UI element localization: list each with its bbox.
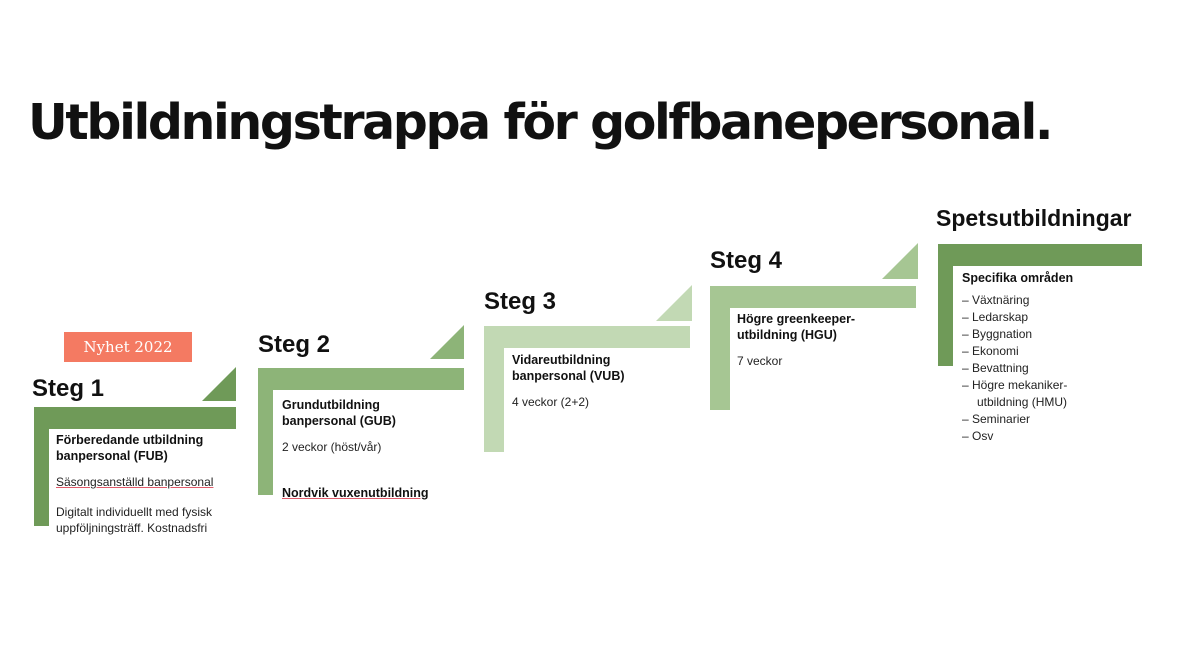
step-2-footer: Nordvik vuxenutbildning bbox=[282, 486, 429, 500]
step-2-heading: Grundutbildning banpersonal (GUB) bbox=[282, 398, 396, 428]
step-1-label: Steg 1 bbox=[32, 375, 105, 402]
spets-side-bar bbox=[938, 266, 953, 366]
spets-item-5: – Bevattning bbox=[962, 361, 1029, 375]
spets-item-2: – Ledarskap bbox=[962, 310, 1029, 324]
step-3-content: Vidareutbildning banpersonal (VUB) 4 vec… bbox=[512, 352, 682, 410]
step-2-triangle bbox=[430, 325, 464, 359]
step-2-content: Grundutbildning banpersonal (GUB) 2 veck… bbox=[282, 397, 452, 501]
step-1-content: Förberedande utbildning banpersonal (FUB… bbox=[56, 432, 236, 536]
spets-item-1: – Växtnäring bbox=[962, 293, 1030, 307]
step-4-side-bar bbox=[710, 308, 730, 410]
step-4-line-1: 7 veckor bbox=[737, 354, 783, 368]
spets-item-4: – Ekonomi bbox=[962, 344, 1019, 358]
spets-list: – Växtnäring – Ledarskap – Byggnation – … bbox=[962, 292, 1132, 445]
spets-item-6-cont: utbildning (HMU) bbox=[977, 395, 1068, 409]
spets-label: Spetsutbildningar bbox=[936, 205, 1132, 231]
step-2-label: Steg 2 bbox=[258, 331, 331, 358]
step-3-side-bar bbox=[484, 348, 504, 452]
step-1-line-1: Säsongsanställd banpersonal bbox=[56, 475, 214, 489]
step-3-label: Steg 3 bbox=[484, 288, 557, 315]
step-1-side-bar bbox=[34, 429, 49, 526]
step-4-label: Steg 4 bbox=[710, 247, 783, 274]
step-3-top-bar bbox=[484, 326, 690, 348]
spets-content: Specifika områden – Växtnäring – Ledarsk… bbox=[962, 270, 1132, 445]
step-2-side-bar bbox=[258, 390, 273, 495]
step-4-heading: Högre greenkeeper-utbildning (HGU) bbox=[737, 312, 856, 342]
step-4-content: Högre greenkeeper-utbildning (HGU) 7 vec… bbox=[737, 311, 897, 369]
step-1-triangle bbox=[202, 367, 236, 401]
step-2-line-1: 2 veckor (höst/vår) bbox=[282, 440, 382, 454]
page-title: Utbildningstrappa för golfbanepersonal. bbox=[28, 94, 1053, 151]
step-2-top-bar bbox=[258, 368, 464, 390]
step-1-heading: Förberedande utbildning banpersonal (FUB… bbox=[56, 433, 204, 463]
step-1-line-2: Digitalt individuellt med fysisk uppfölj… bbox=[56, 505, 213, 535]
step-1-top-bar bbox=[34, 407, 236, 429]
spets-heading: Specifika områden bbox=[962, 271, 1074, 285]
new-badge: Nyhet 2022 bbox=[64, 332, 192, 362]
spets-item-7: – Seminarier bbox=[962, 412, 1031, 426]
spets-item-6: – Högre mekaniker- bbox=[962, 378, 1068, 392]
spets-top-bar bbox=[938, 244, 1142, 266]
step-4-top-bar bbox=[710, 286, 916, 308]
step-4-triangle bbox=[882, 243, 918, 279]
step-3-triangle bbox=[656, 285, 692, 321]
step-3-heading: Vidareutbildning banpersonal (VUB) bbox=[512, 353, 625, 383]
spets-item-8: – Osv bbox=[962, 429, 994, 443]
spets-item-3: – Byggnation bbox=[962, 327, 1033, 341]
step-3-line-1: 4 veckor (2+2) bbox=[512, 395, 590, 409]
